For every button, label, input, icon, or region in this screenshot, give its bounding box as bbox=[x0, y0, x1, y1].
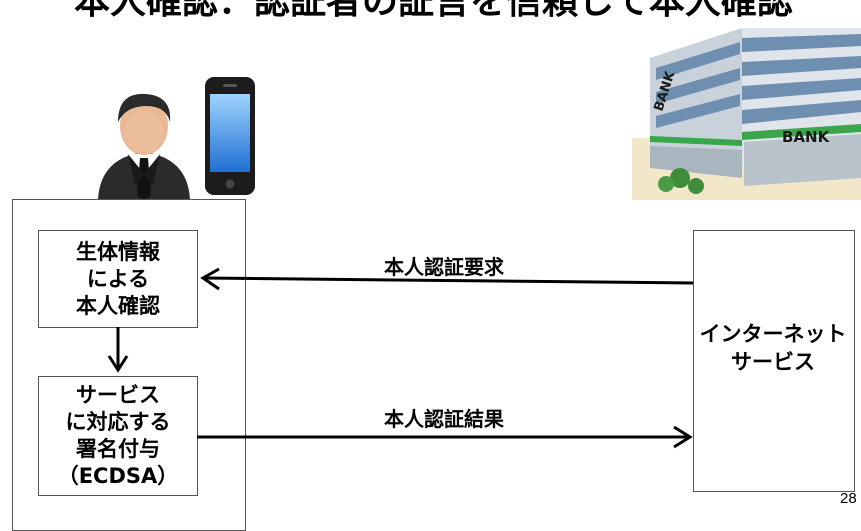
internet-service-label: インターネット サービス bbox=[699, 322, 847, 374]
smartphone-icon bbox=[205, 77, 255, 195]
ecdsa-signing-label: サービス に対応する 署名付与 （ECDSA） bbox=[57, 383, 179, 488]
biometric-verification-box: 生体情報 による 本人確認 bbox=[38, 230, 198, 328]
businessman-icon bbox=[98, 93, 190, 200]
slide-title: 本人確認：認証者の証言を信頼して本人確認 bbox=[74, 0, 793, 22]
biometric-verification-label: 生体情報 による 本人確認 bbox=[76, 239, 160, 318]
internet-service-frame bbox=[693, 230, 855, 492]
page-number: 28 bbox=[840, 490, 857, 507]
flow-arrows bbox=[107, 267, 694, 449]
auth-request-label: 本人認証要求 bbox=[384, 255, 504, 279]
ecdsa-signing-box: サービス に対応する 署名付与 （ECDSA） bbox=[38, 376, 198, 496]
auth-result-label: 本人認証結果 bbox=[384, 407, 504, 431]
auth-request-arrow bbox=[202, 276, 694, 285]
bank-building-icon: BANK BANK bbox=[632, 28, 861, 200]
bank-sign-front: BANK bbox=[782, 128, 831, 146]
